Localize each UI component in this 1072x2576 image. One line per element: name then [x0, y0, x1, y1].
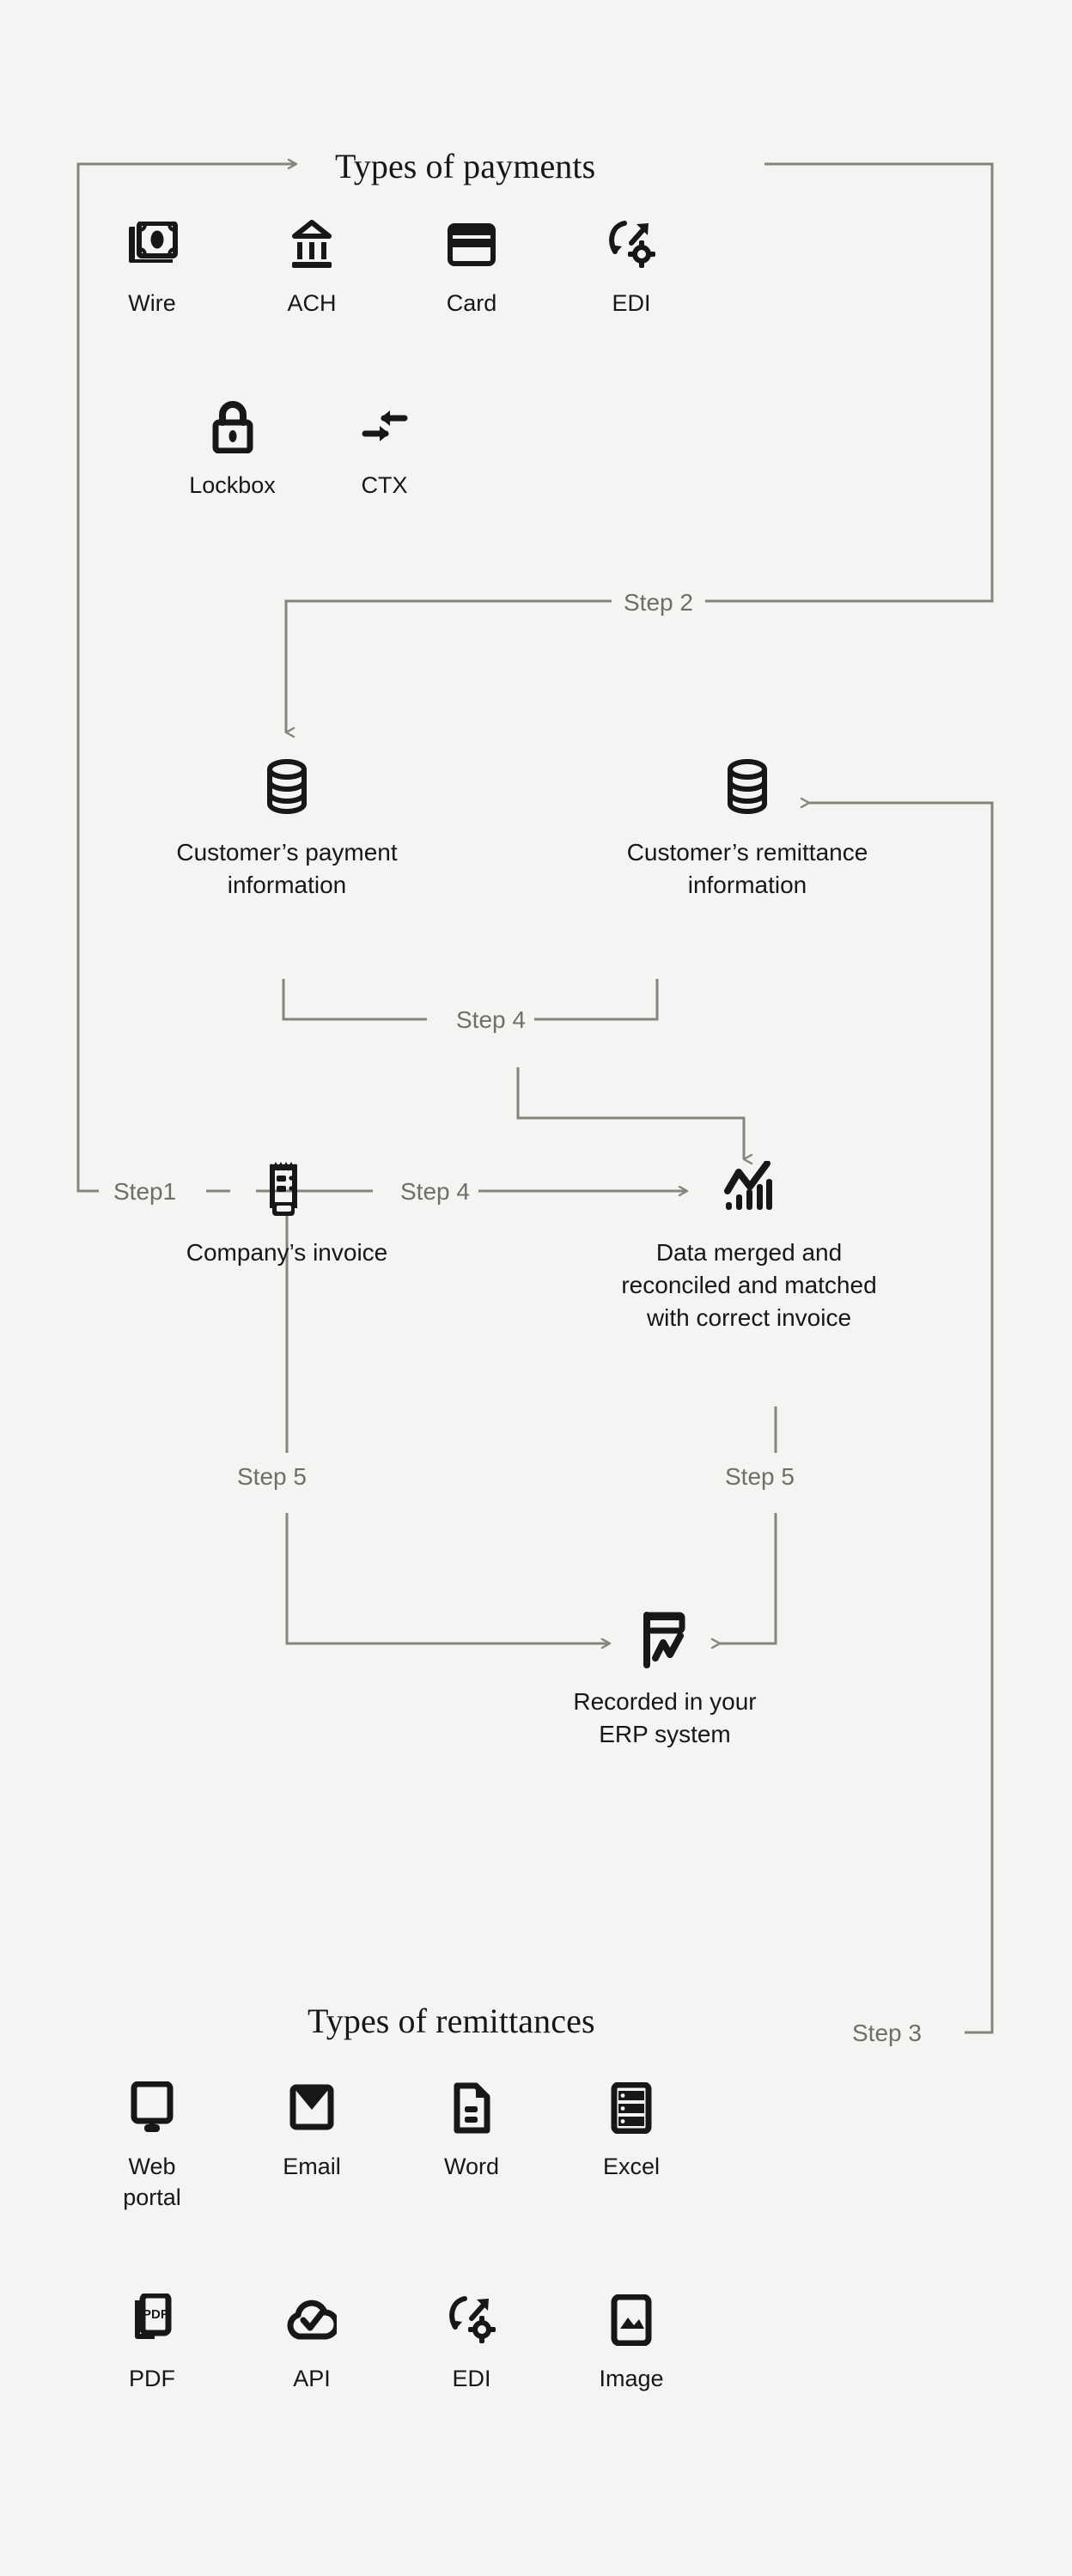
- remittance-item-api[interactable]: API: [259, 2288, 364, 2395]
- payment-item-label: Card: [446, 290, 497, 316]
- remittance-item-excel[interactable]: Excel: [579, 2076, 684, 2214]
- analytics-chart-icon: [722, 1161, 775, 1214]
- remittance-item-label: Word: [443, 2154, 500, 2179]
- monitor-icon: [130, 2076, 174, 2140]
- node-erp-icon[interactable]: [637, 1610, 692, 1672]
- remittance-item-email[interactable]: Email: [259, 2076, 364, 2214]
- payment-item-wire[interactable]: Wire: [100, 213, 204, 319]
- step-label-3: Step 3: [840, 2020, 934, 2047]
- payment-item-edi[interactable]: EDI: [579, 213, 684, 319]
- payment-item-label: Lockbox: [189, 472, 276, 498]
- remittance-item-edi[interactable]: EDI: [419, 2288, 524, 2395]
- section-title-remittances: Types of remittances: [308, 2002, 595, 2040]
- remittance-item-label: Email: [283, 2154, 341, 2179]
- arrows-converge-icon: [360, 395, 410, 459]
- svg-text:PDF: PDF: [143, 2307, 168, 2322]
- node-data-merged-icon[interactable]: [722, 1161, 775, 1214]
- payment-item-label: ACH: [287, 290, 337, 316]
- node-erp-recorded[interactable]: Recorded in your ERP system: [510, 1686, 819, 1751]
- remittance-item-label: Image: [599, 2366, 664, 2391]
- node-data-merged[interactable]: Data merged and reconciled and matched w…: [594, 1236, 904, 1334]
- erp-ledger-icon: [637, 1610, 692, 1672]
- node-payment-info[interactable]: Customer’s payment information: [107, 756, 467, 902]
- bank-icon: [287, 213, 337, 276]
- edi-sync-gear-icon: [446, 2288, 497, 2352]
- database-icon: [107, 756, 467, 817]
- node-label: Customer’s payment information: [176, 839, 398, 898]
- payments-icon-row-1: Wire ACH Card: [100, 213, 684, 319]
- pdf-file-icon: PDF: [128, 2288, 176, 2352]
- remittance-item-pdf[interactable]: PDF PDF: [100, 2288, 204, 2395]
- remittances-icon-row-2: PDF PDF API: [100, 2288, 684, 2395]
- payments-icon-row-2: Lockbox CTX: [184, 395, 433, 501]
- step-label-2: Step 2: [612, 589, 705, 617]
- remittance-item-label: API: [293, 2366, 331, 2391]
- remittances-icon-row-1: Web portal Email Word: [100, 2076, 684, 2214]
- document-icon: [451, 2076, 492, 2140]
- step-label-4-inline: Step 4: [392, 1178, 478, 1206]
- node-remittance-info[interactable]: Customer’s remittance information: [567, 756, 928, 902]
- remittance-item-label: Excel: [602, 2154, 661, 2179]
- envelope-icon: [289, 2076, 334, 2140]
- image-icon: [610, 2288, 653, 2352]
- node-label: Company’s invoice: [186, 1239, 388, 1266]
- remittance-item-web-portal[interactable]: Web portal: [100, 2076, 204, 2214]
- remittance-item-image[interactable]: Image: [579, 2288, 684, 2395]
- node-company-invoice[interactable]: Company’s invoice: [132, 1236, 442, 1269]
- remittance-item-label: Web portal: [123, 2154, 181, 2210]
- spreadsheet-icon: [610, 2076, 653, 2140]
- section-title-payments: Types of payments: [335, 147, 596, 185]
- remittance-item-word[interactable]: Word: [419, 2076, 524, 2214]
- credit-card-icon: [447, 213, 496, 276]
- payment-item-card[interactable]: Card: [419, 213, 524, 319]
- cloud-check-icon: [287, 2288, 337, 2352]
- step-label-5-left: Step 5: [228, 1460, 315, 1494]
- node-label: Recorded in your ERP system: [573, 1688, 757, 1747]
- step-label-1: Step1: [108, 1178, 182, 1206]
- remittance-item-label: PDF: [129, 2366, 175, 2391]
- remittance-item-label: EDI: [452, 2366, 491, 2391]
- edi-sync-gear-icon: [606, 213, 657, 276]
- database-icon: [567, 756, 928, 817]
- payment-item-ach[interactable]: ACH: [259, 213, 364, 319]
- banknote-icon: [125, 213, 179, 276]
- node-company-invoice-icon[interactable]: [264, 1161, 310, 1218]
- payment-item-label: Wire: [128, 290, 176, 316]
- payment-item-label: CTX: [361, 472, 408, 498]
- receipt-icon: [264, 1161, 310, 1218]
- node-label: Customer’s remittance information: [626, 839, 868, 898]
- step-label-4-bracket: Step 4: [448, 1006, 534, 1034]
- node-label: Data merged and reconciled and matched w…: [621, 1239, 877, 1331]
- padlock-icon: [211, 395, 254, 459]
- payment-item-label: EDI: [612, 290, 651, 316]
- payment-item-ctx[interactable]: CTX: [336, 395, 433, 501]
- payment-item-lockbox[interactable]: Lockbox: [184, 395, 281, 501]
- step-label-5-right: Step 5: [716, 1460, 803, 1494]
